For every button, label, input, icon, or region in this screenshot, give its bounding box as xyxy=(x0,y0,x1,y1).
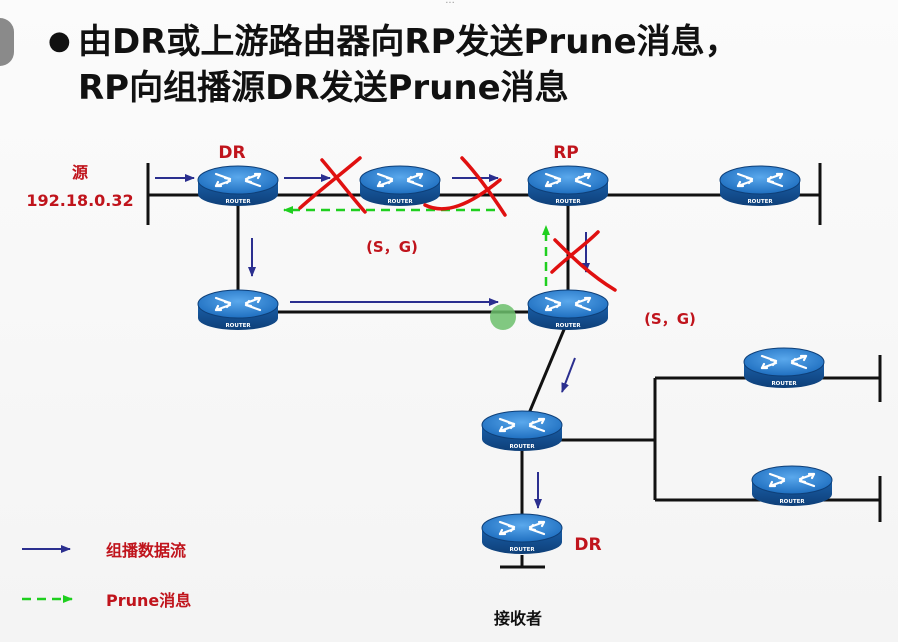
router-dr-receiver xyxy=(480,512,564,556)
cross-mark-3a xyxy=(553,238,617,292)
router-rp xyxy=(526,164,610,208)
source-label: 源 xyxy=(72,163,88,182)
router-dr-source xyxy=(196,164,280,208)
cross-mark-1b xyxy=(298,156,362,210)
router-branch-top xyxy=(742,346,826,390)
sg-label-1: (S，G) xyxy=(366,238,418,256)
dr-top-label: DR xyxy=(218,143,245,163)
sg-label-2: (S，G) xyxy=(644,310,696,328)
cross-mark-3b xyxy=(550,230,600,274)
legend-prune-label: Prune消息 xyxy=(106,591,191,610)
side-tab-handle[interactable] xyxy=(0,18,14,66)
legend-flow-label: 组播数据流 xyxy=(106,541,186,560)
router-left-middle xyxy=(196,288,280,332)
router-sg-middle xyxy=(526,288,610,332)
cross-mark-2a xyxy=(423,178,502,211)
green-junction-dot xyxy=(490,304,516,330)
router-center xyxy=(480,409,564,453)
slide-title: ●由DR或上游路由器向RP发送Prune消息， RP向组播源DR发送Prune消… xyxy=(48,18,888,111)
source-ip-label: 192.18.0.32 xyxy=(26,191,133,210)
prune-cross-marks xyxy=(298,156,617,292)
router-middle-top xyxy=(358,164,442,208)
receiver-label: 接收者 xyxy=(494,609,542,628)
rp-label: RP xyxy=(553,143,579,163)
dr-bottom-label: DR xyxy=(574,535,601,555)
router-right-top xyxy=(718,164,802,208)
legend: 组播数据流 Prune消息 xyxy=(22,541,191,610)
router-branch-bottom xyxy=(750,464,834,508)
bullet-icon: ● xyxy=(48,26,71,56)
cross-mark-2b xyxy=(460,156,507,217)
more-dots-icon[interactable]: ··· xyxy=(445,0,455,9)
multicast-flow-arrows xyxy=(155,174,590,509)
cross-mark-1a xyxy=(320,158,367,214)
title-line-2: RP向组播源DR发送Prune消息 xyxy=(78,68,569,108)
title-line-1: 由DR或上游路由器向RP发送Prune消息， xyxy=(78,22,739,62)
prune-arrows xyxy=(283,206,550,286)
